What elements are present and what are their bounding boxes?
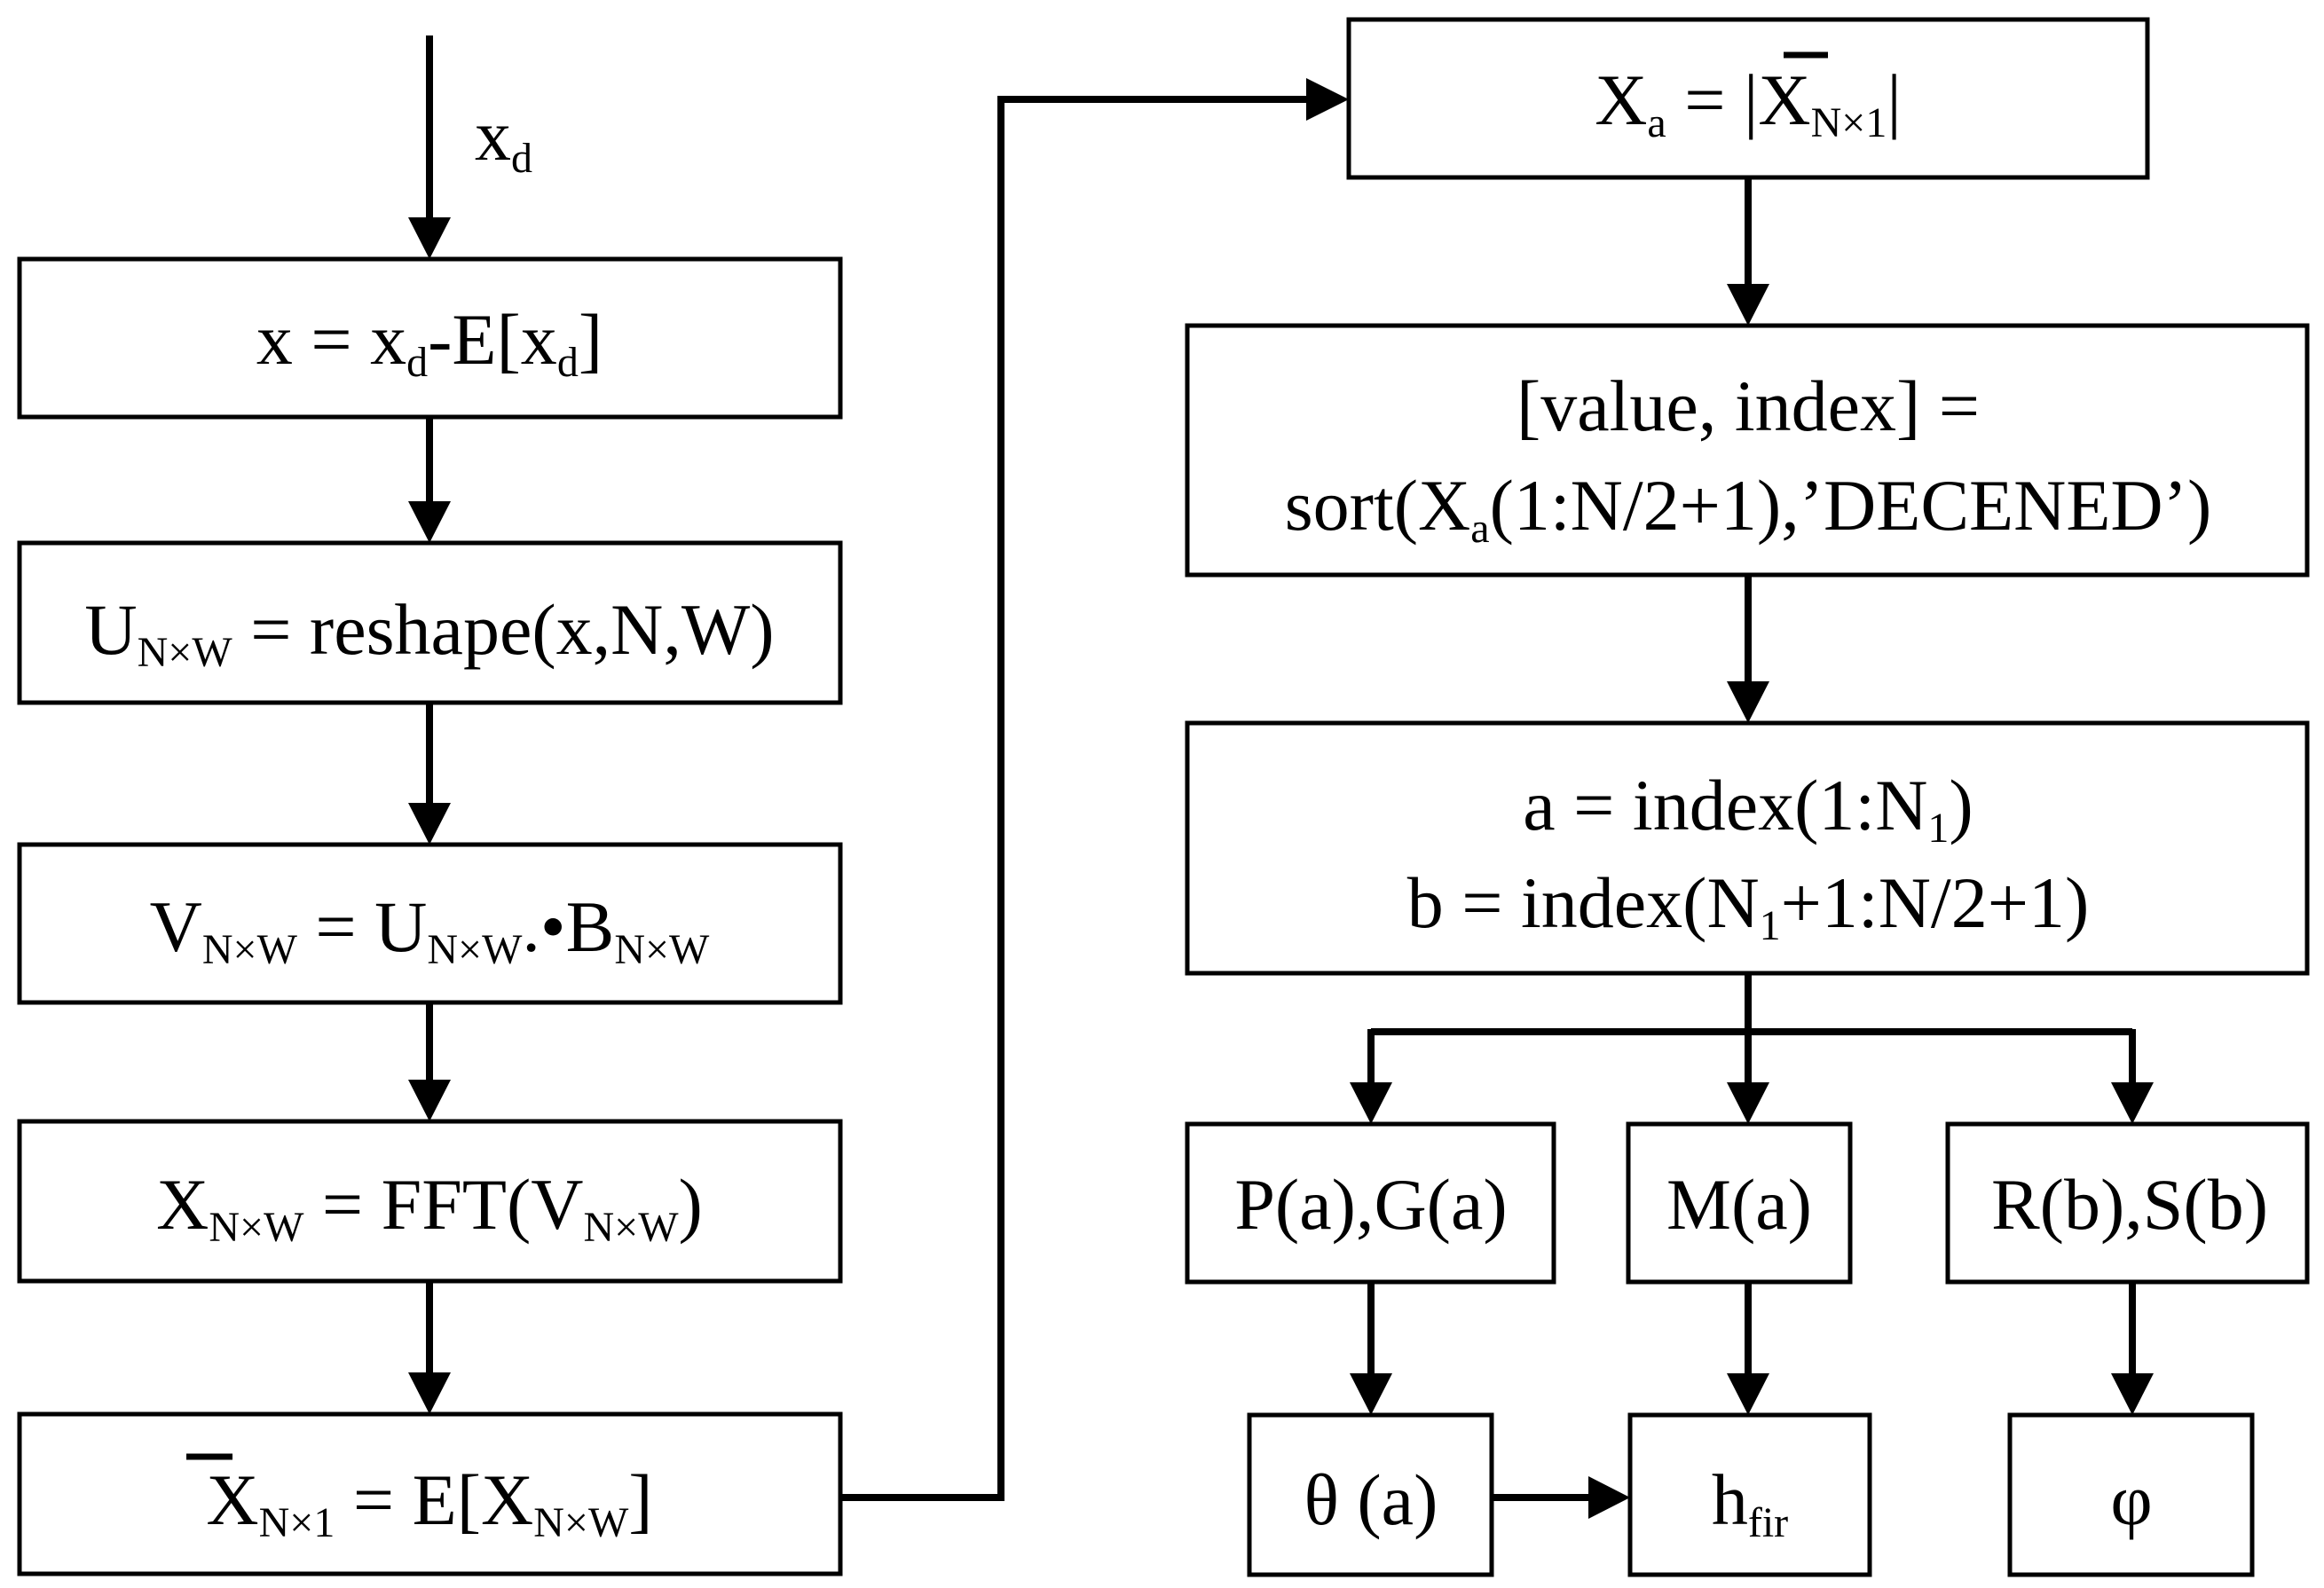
box-window-text: VN×W = UN×W.•BN×W	[150, 886, 710, 973]
arrowhead-theta-h	[1588, 1476, 1630, 1519]
arrowhead-r1-r2	[1727, 284, 1769, 326]
box-phi	[2007, 1412, 2255, 1577]
box-theta	[1247, 1412, 1494, 1577]
box-mean	[17, 1411, 843, 1576]
input-label: xd	[475, 95, 532, 182]
box-pg-text: P(a),G(a)	[1234, 1164, 1507, 1245]
arrowhead-pg	[1350, 1082, 1392, 1124]
box-centering-text: x = xd-E[xd]	[256, 299, 603, 386]
box-index-line1: a = index(1:N1)	[1523, 765, 1973, 852]
box-magnitude	[1346, 17, 2150, 180]
box-pg	[1185, 1121, 1556, 1285]
arrowhead-l1-l2	[408, 501, 451, 543]
box-fft-text: XN×W = FFT(VN×W)	[156, 1164, 703, 1251]
arrowhead-m-h	[1727, 1373, 1769, 1415]
connector-arrowhead	[1306, 78, 1349, 121]
box-rs	[1945, 1121, 2310, 1285]
arrowhead-l4-l5	[408, 1372, 451, 1414]
box-hfir-text: hfir	[1712, 1459, 1788, 1546]
box-m-text: M(a)	[1666, 1164, 1812, 1245]
box-sort	[1185, 323, 2310, 578]
box-magnitude-text: Xa = |XN×1|	[1595, 59, 1902, 146]
box-sort-line2: sort(Xa(1:N/2+1),’DECENED’)	[1285, 465, 2212, 552]
arrowhead-m	[1727, 1082, 1769, 1124]
arrowhead-rs-phi	[2111, 1373, 2154, 1415]
box-reshape	[17, 540, 843, 705]
arrowhead-l2-l3	[408, 803, 451, 845]
box-reshape-text: UN×W = reshape(x,N,W)	[84, 589, 774, 676]
box-m	[1626, 1121, 1853, 1285]
box-sort-line1: [value, index] =	[1517, 366, 1980, 446]
arrowhead-l3-l4	[408, 1080, 451, 1121]
box-rs-text: R(b),S(b)	[1991, 1164, 2268, 1245]
box-mean-text: XN×1 = E[XN×W]	[206, 1459, 652, 1546]
arrowhead-rs	[2111, 1082, 2154, 1124]
arrowhead-r2-r3	[1727, 681, 1769, 723]
connector-left-to-right	[840, 96, 1312, 1501]
box-phi-text: φ	[2110, 1459, 2152, 1540]
box-window	[17, 842, 843, 1005]
box-fft	[17, 1119, 843, 1284]
box-theta-text: θ (a)	[1304, 1459, 1438, 1540]
box-hfir	[1627, 1412, 1872, 1577]
input-arrowhead	[408, 217, 451, 259]
arrowhead-pg-theta	[1350, 1373, 1392, 1415]
box-index-line2: b = index(N1+1:N/2+1)	[1407, 862, 2090, 949]
